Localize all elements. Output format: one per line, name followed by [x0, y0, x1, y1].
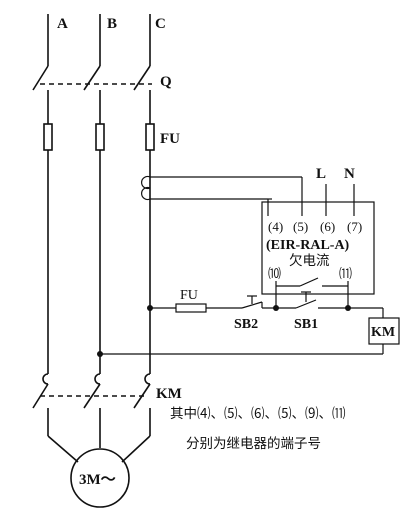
terminal-10-label: ⑽ — [268, 266, 281, 281]
junction-dot — [273, 305, 279, 311]
relay-model-label: (EIR-RAL-A) — [266, 238, 350, 253]
main-fuses — [43, 123, 155, 374]
phase-a-label: A — [57, 16, 68, 32]
note-line-1: 其中⑷、⑸、⑹、⑸、⑼、⑾ — [170, 406, 346, 422]
coil-km-label: KM — [371, 325, 395, 340]
junction-dot — [345, 305, 351, 311]
switch-q-label: Q — [160, 74, 172, 90]
supply-l-n — [325, 184, 355, 216]
phase-lines — [47, 14, 151, 66]
phase-c-label: C — [155, 16, 166, 32]
line-l-label: L — [316, 166, 326, 182]
motor-label: 3M～ — [79, 472, 116, 488]
button-sb2-label: SB2 — [234, 317, 258, 332]
note-line-2: 分别为继电器的端子号 — [186, 436, 321, 452]
phase-b-label: B — [107, 16, 117, 32]
button-sb1-label: SB1 — [294, 317, 318, 332]
junction-dot — [97, 351, 103, 357]
current-transformer — [141, 175, 303, 216]
terminal-6-label: (6) — [320, 219, 335, 234]
contactor-km-label: KM — [156, 386, 182, 402]
fuse-main-label: FU — [160, 131, 180, 147]
relay-type-label: 欠电流 — [289, 253, 330, 269]
terminal-7-label: (7) — [347, 219, 362, 234]
main-switch-q — [32, 65, 152, 124]
relay-contact — [275, 277, 349, 308]
fuse-control-label: FU — [180, 288, 198, 303]
motor-wiring — [47, 435, 151, 463]
terminal-5-label: (5) — [293, 219, 308, 234]
junction-dot — [147, 305, 153, 311]
main-contactor-km — [32, 373, 151, 436]
terminal-4-label: (4) — [268, 219, 283, 234]
terminal-11-label: ⑾ — [339, 266, 352, 281]
motor-symbol — [70, 448, 130, 508]
relay-box — [261, 201, 375, 295]
line-n-label: N — [344, 166, 355, 182]
